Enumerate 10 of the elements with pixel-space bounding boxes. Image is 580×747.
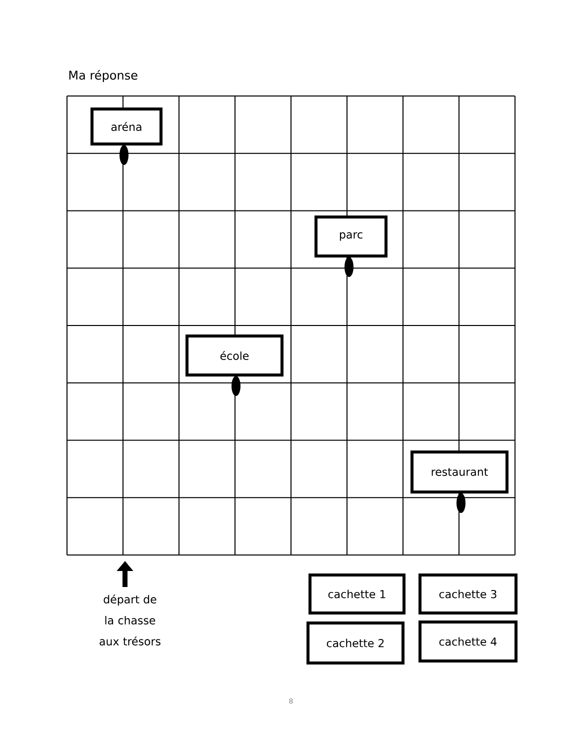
start-label: départ de la chasse aux trésors: [100, 594, 160, 646]
place-box: cachette 1: [308, 574, 406, 614]
place-box: restaurant: [410, 450, 508, 494]
place-box: cachette 4: [418, 620, 518, 662]
place-box: école: [186, 334, 284, 376]
place-box: parc: [314, 216, 388, 258]
place-box: aréna: [90, 108, 162, 146]
place-box: cachette 2: [306, 622, 404, 664]
heading: Ma réponse: [69, 70, 138, 82]
place-box: cachette 3: [418, 574, 518, 614]
